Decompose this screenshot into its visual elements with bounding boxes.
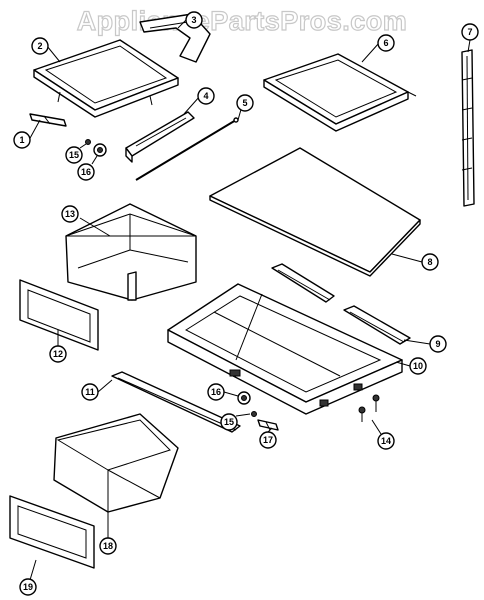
part-stop-clip [257, 419, 279, 431]
svg-text:9: 9 [435, 339, 440, 349]
part-support-rail-upper [271, 263, 335, 303]
part-crisper-front [19, 279, 99, 351]
svg-text:13: 13 [65, 209, 75, 219]
callout-15-upper: 15 [65, 146, 83, 164]
svg-text:11: 11 [85, 387, 95, 397]
callout-2: 2 [31, 37, 49, 55]
callout-17: 17 [259, 431, 277, 449]
callout-14: 14 [377, 432, 395, 450]
svg-text:15: 15 [69, 150, 79, 160]
callout-15-lower: 15 [220, 413, 238, 431]
part-screw-lower [251, 411, 257, 417]
part-lower-crisper-pan [53, 413, 179, 513]
part-crisper-frame [167, 283, 403, 415]
callout-12: 12 [49, 345, 67, 363]
svg-text:3: 3 [191, 15, 196, 25]
svg-text:16: 16 [211, 387, 221, 397]
part-knob-lower [237, 391, 251, 405]
part-rod [135, 117, 239, 181]
part-upper-right-shelf [263, 53, 417, 132]
callout-3: 3 [185, 11, 203, 29]
part-lower-crisper-front [9, 495, 95, 569]
svg-text:4: 4 [203, 91, 208, 101]
part-knob-upper [93, 143, 107, 157]
callout-11: 11 [81, 383, 99, 401]
callout-10: 10 [409, 357, 427, 375]
svg-text:10: 10 [413, 361, 423, 371]
part-upper-left-shelf [33, 39, 179, 118]
leader-lines [28, 19, 471, 581]
callout-13: 13 [61, 205, 79, 223]
part-screw-upper [85, 139, 91, 145]
svg-text:19: 19 [23, 582, 33, 592]
part-long-rail [111, 371, 241, 433]
callout-8: 8 [421, 253, 439, 271]
svg-text:7: 7 [467, 27, 472, 37]
callout-5: 5 [236, 94, 254, 112]
svg-text:1: 1 [19, 135, 24, 145]
callout-9: 9 [429, 335, 447, 353]
callout-16-lower: 16 [207, 383, 225, 401]
callout-19: 19 [19, 578, 37, 596]
part-support-rail-lower [343, 305, 411, 345]
part-ladder-rail [461, 49, 475, 207]
svg-text:17: 17 [263, 435, 273, 445]
svg-text:18: 18 [103, 541, 113, 551]
svg-text:16: 16 [81, 167, 91, 177]
callout-6: 6 [377, 34, 395, 52]
callout-1: 1 [13, 131, 31, 149]
part-shelf-stop [29, 113, 67, 127]
part-glass-panel [209, 147, 421, 277]
svg-text:6: 6 [383, 38, 388, 48]
callout-4: 4 [197, 87, 215, 105]
svg-text:15: 15 [224, 417, 234, 427]
svg-text:8: 8 [427, 257, 432, 267]
part-crisper-pan [65, 203, 197, 301]
part-screws [358, 394, 380, 422]
watermark-text: AppliancePartsPros.com [77, 6, 408, 36]
callout-16-upper: 16 [77, 163, 95, 181]
svg-text:2: 2 [37, 41, 42, 51]
callout-18: 18 [99, 537, 117, 555]
svg-text:12: 12 [53, 349, 63, 359]
svg-text:14: 14 [381, 436, 391, 446]
part-shelf-slide [125, 111, 195, 163]
callout-7: 7 [461, 23, 479, 41]
svg-text:5: 5 [242, 98, 247, 108]
